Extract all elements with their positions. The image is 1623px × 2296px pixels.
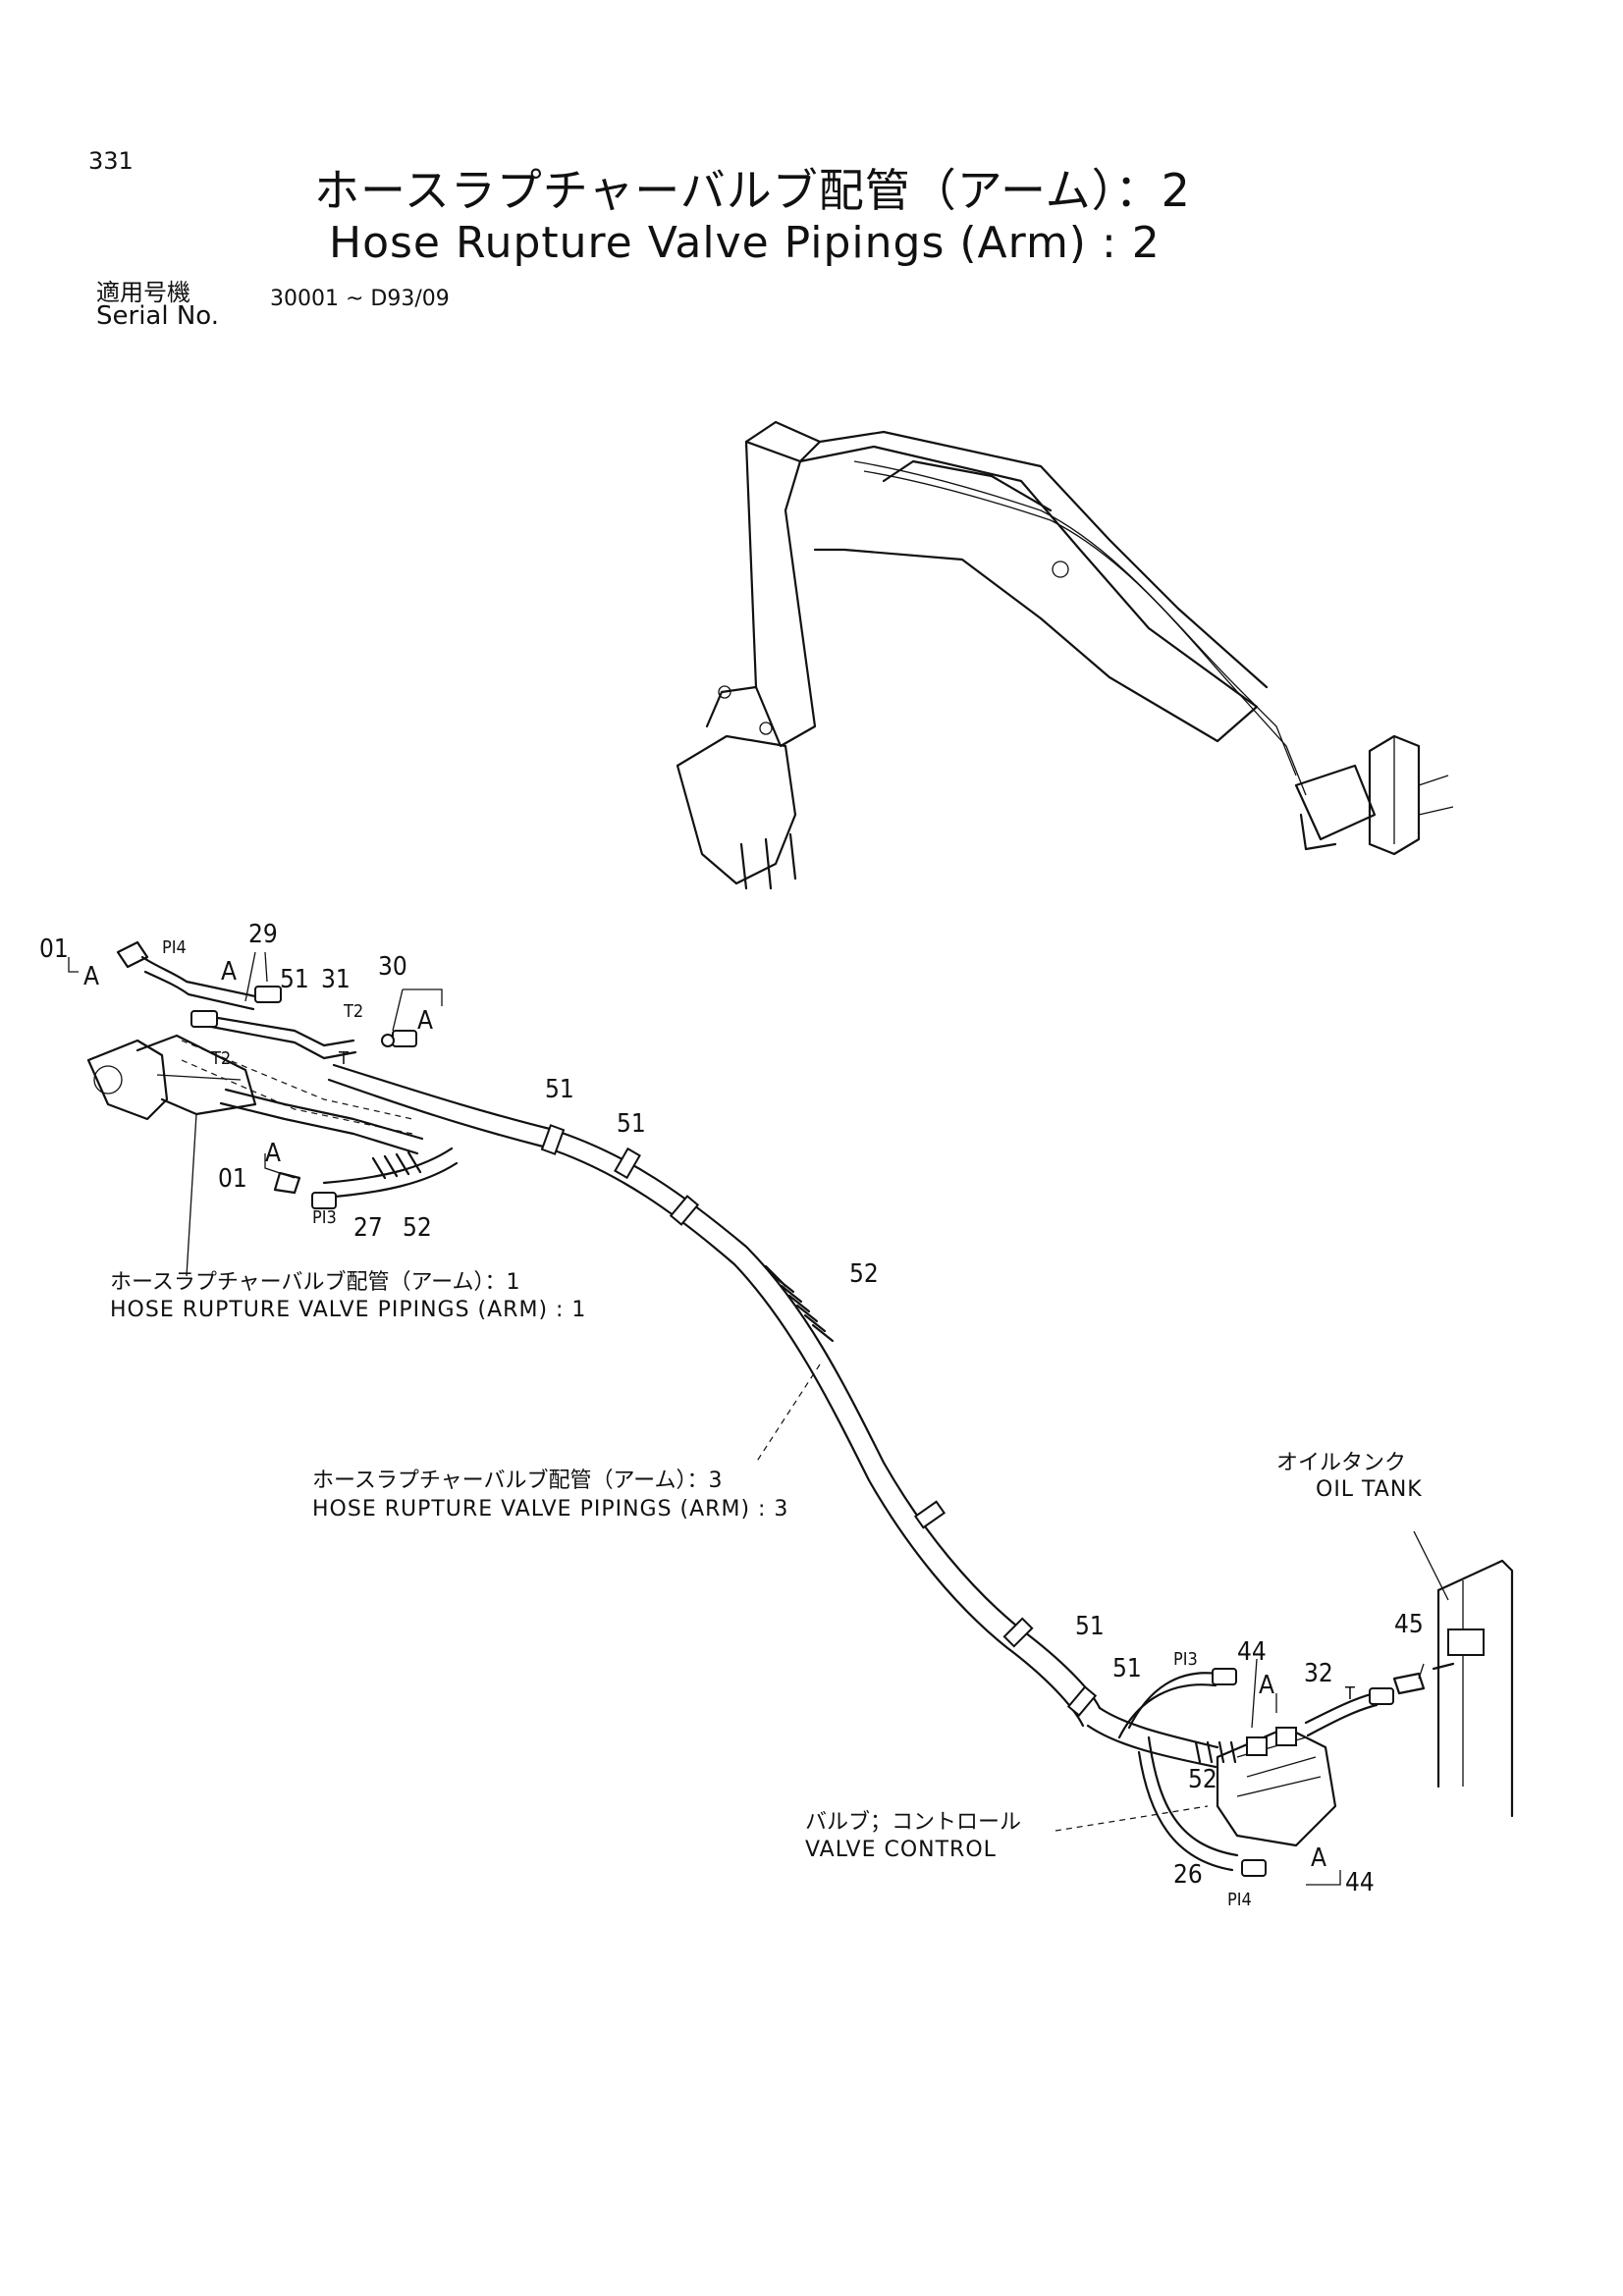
callout-26: 26 <box>1173 1860 1203 1890</box>
callout-01-mid: 01 <box>218 1164 247 1194</box>
callout-a-29: A <box>221 957 237 987</box>
valve-control-label-japanese: バルブ；コントロール <box>805 1810 1022 1835</box>
callout-brackets <box>68 951 1425 1886</box>
callout-a-mid: A <box>265 1139 281 1168</box>
callout-51-e: 51 <box>1112 1654 1142 1683</box>
excavator-overview-drawing <box>676 420 1454 890</box>
callout-t-top: T <box>339 1048 349 1069</box>
callout-27: 27 <box>353 1213 383 1243</box>
valve-control-label-english: VALVE CONTROL <box>805 1838 997 1862</box>
serial-label-japanese: 適用号機 <box>96 279 190 306</box>
callout-44-bottom: 44 <box>1345 1868 1375 1897</box>
callout-45: 45 <box>1394 1610 1424 1639</box>
callout-52-b: 52 <box>849 1259 879 1289</box>
page-number: 331 <box>88 147 134 175</box>
serial-label-english: Serial No. <box>96 301 219 331</box>
callout-32: 32 <box>1304 1659 1333 1688</box>
callout-52-c: 52 <box>1188 1765 1217 1794</box>
callout-a-top: A <box>83 962 99 991</box>
title-japanese: ホースラプチャーバルブ配管（アーム）：2 <box>314 164 1191 217</box>
callout-pi3-left: PI3 <box>312 1207 337 1228</box>
callout-51-d: 51 <box>1075 1612 1105 1641</box>
callout-pi4-top: PI4 <box>162 937 187 958</box>
callout-pi4-bottom: PI4 <box>1227 1890 1252 1910</box>
reference-arm1-english: HOSE RUPTURE VALVE PIPINGS (ARM) : 1 <box>110 1298 587 1322</box>
callout-29: 29 <box>248 920 278 949</box>
reference-arm1-japanese: ホースラプチャーバルブ配管（アーム）：1 <box>110 1270 520 1295</box>
callout-a-30: A <box>417 1006 433 1036</box>
callout-51-b: 51 <box>545 1075 574 1104</box>
oil-tank-label-japanese: オイルタンク <box>1276 1451 1407 1475</box>
callout-44-top: 44 <box>1237 1637 1267 1667</box>
reference-arm3-english: HOSE RUPTURE VALVE PIPINGS (ARM) : 3 <box>312 1497 789 1522</box>
callout-pi3-right: PI3 <box>1173 1649 1198 1670</box>
callout-51-a: 51 <box>280 965 309 994</box>
callout-52-a: 52 <box>403 1213 432 1243</box>
callout-a-44-top: A <box>1259 1671 1274 1700</box>
callout-30: 30 <box>378 952 407 982</box>
callout-31: 31 <box>321 965 351 994</box>
serial-range: 30001 ~ D93/09 <box>270 287 450 311</box>
callout-a-44-bottom: A <box>1311 1843 1326 1873</box>
callout-01-top: 01 <box>39 934 69 964</box>
callout-t-right: T <box>1345 1683 1355 1704</box>
callout-t2-mid: T2 <box>211 1048 232 1069</box>
oil-tank-label-english: OIL TANK <box>1316 1477 1423 1502</box>
callout-t2-top: T2 <box>344 1001 364 1022</box>
reference-arm3-japanese: ホースラプチャーバルブ配管（アーム）：3 <box>312 1468 723 1493</box>
callout-51-c: 51 <box>617 1109 646 1139</box>
title-english: Hose Rupture Valve Pipings (Arm) : 2 <box>329 218 1161 268</box>
piping-assembly-drawing <box>86 940 1514 1877</box>
